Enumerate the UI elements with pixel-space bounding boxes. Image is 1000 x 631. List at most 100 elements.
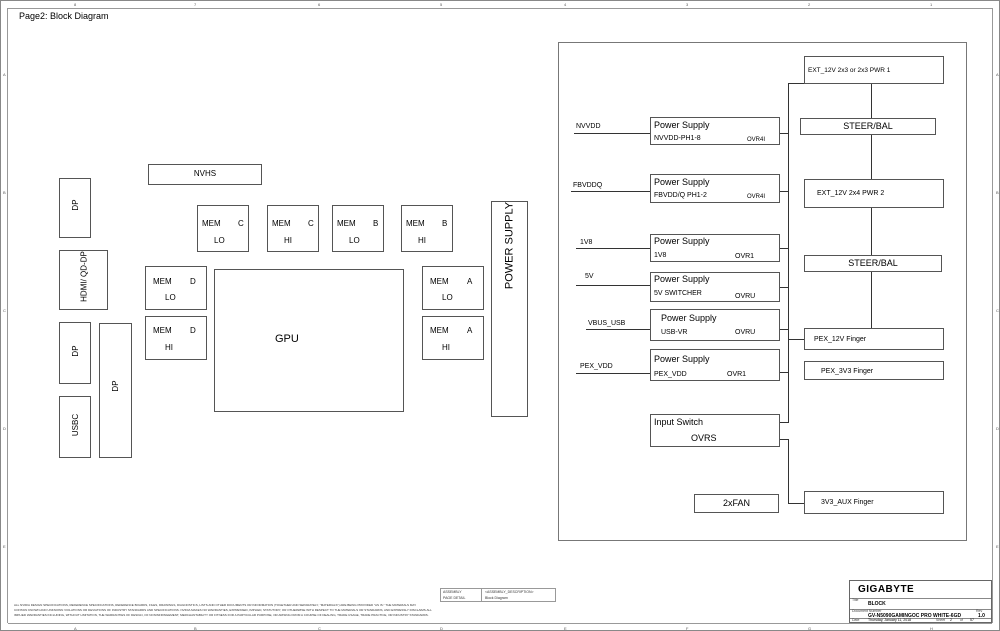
mem-c-lo-block[interactable]: MEM C LO <box>197 205 249 252</box>
bus-tap <box>780 329 788 330</box>
bottom-ruler: A B C D E F G H <box>8 623 992 631</box>
power-supply-box[interactable]: Power Supply FBVDD/Q PH1-2 OVR4I <box>650 174 780 203</box>
disclaimer-line: ALL NVIDIA DESIGN SPECIFICATIONS, REFERE… <box>14 603 417 607</box>
title-block: GIGABYTE Title BLOCK Document Number GV-… <box>849 580 992 623</box>
gpu-block[interactable]: GPU <box>214 269 404 412</box>
pex-3v3-finger-block[interactable]: PEX_3V3 Finger <box>804 361 944 380</box>
mem-label: MEM <box>430 326 449 335</box>
rail-line <box>576 373 650 374</box>
nvhs-label: NVHS <box>193 169 217 178</box>
disclaimer-line: CONTAIN KNOWN AND UNKNOWN VIOLATIONS OR … <box>14 608 432 612</box>
mem-a-lo-block[interactable]: MEM A LO <box>422 266 484 310</box>
rail-net-label: FBVDDQ <box>573 182 603 189</box>
rail-net-label: 1V8 <box>580 239 593 246</box>
date-value: Thursday, January 11, 2018 <box>868 618 912 622</box>
mem-half-label: HI <box>418 236 426 245</box>
power-supply-title: Power Supply <box>654 236 710 246</box>
mem-channel-label: D <box>190 277 196 286</box>
mem-label: MEM <box>337 219 356 228</box>
power-bus-line <box>788 83 789 423</box>
power-supply-box[interactable]: Power Supply 5V SWITCHER OVRU <box>650 272 780 302</box>
power-supply-box[interactable]: Power Supply 1V8 OVR1 <box>650 234 780 262</box>
power-supply-ovr: OVRU <box>735 329 756 336</box>
doc-number-value: GV-N5090GAMINGOC PRO WHITE-6GD <box>868 613 962 619</box>
power-supply-title: Power Supply <box>654 354 710 364</box>
ruler-col-label: B <box>194 626 197 631</box>
power-supply-sub: USB-VR <box>661 329 688 336</box>
ruler-row-label: E <box>996 544 999 549</box>
mem-d-hi-block[interactable]: MEM D HI <box>145 316 207 360</box>
pex-12v-finger-block[interactable]: PEX_12V Finger <box>804 328 944 350</box>
aux-finger-block[interactable]: 3V3_AUX Finger <box>804 491 944 514</box>
aux-finger-label: 3V3_AUX Finger <box>821 499 874 506</box>
ext-12v-pwr2-block[interactable]: EXT_12V 2x4 PWR 2 <box>804 179 944 208</box>
assembly-table: ASSEMBLY PAGE DETAIL <ASSEMBLY_DESCRIPTI… <box>440 588 556 602</box>
ruler-col-label: 6 <box>318 2 321 7</box>
ruler-row-label: C <box>3 308 6 313</box>
mem-c-hi-block[interactable]: MEM C HI <box>267 205 319 252</box>
ruler-row-label: B <box>3 190 6 195</box>
bus-tap <box>780 191 788 192</box>
bus-tap <box>780 439 788 440</box>
pex-12v-finger-label: PEX_12V Finger <box>814 336 867 343</box>
mem-d-lo-block[interactable]: MEM D LO <box>145 266 207 310</box>
dp-port-block-1[interactable]: DP <box>59 178 91 238</box>
ext-steer-line <box>871 207 872 255</box>
bus-tap <box>780 287 788 288</box>
dp-port-block-3[interactable]: DP <box>99 323 132 458</box>
power-supply-title: Power Supply <box>654 274 710 284</box>
mem-channel-label: B <box>442 219 448 228</box>
steer-bal-block-2[interactable]: STEER/BAL <box>804 255 942 272</box>
fan-block[interactable]: 2xFAN <box>694 494 779 513</box>
power-supply-sub: 1V8 <box>654 252 667 259</box>
hdmi-port-block[interactable]: HDMI/ QD-DP <box>59 250 108 310</box>
title-value: BLOCK <box>868 601 886 607</box>
input-switch-block[interactable]: Input Switch OVRS <box>650 414 780 447</box>
input-switch-title: Input Switch <box>654 417 704 427</box>
top-ruler: 8 7 6 5 4 3 2 1 <box>8 0 992 9</box>
dp-port-label: DP <box>111 380 120 392</box>
ruler-row-label: B <box>996 190 999 195</box>
ruler-col-label: 5 <box>440 2 443 7</box>
assembly-label: ASSEMBLY <box>443 590 462 594</box>
steer-bal-block-1[interactable]: STEER/BAL <box>800 118 936 135</box>
power-supply-title: Power Supply <box>661 313 717 323</box>
fan-label: 2xFAN <box>722 498 750 508</box>
power-supply-block[interactable]: POWER SUPPLY <box>491 201 528 417</box>
mem-a-hi-block[interactable]: MEM A HI <box>422 316 484 360</box>
disclaimer: ALL NVIDIA DESIGN SPECIFICATIONS, REFERE… <box>14 603 474 618</box>
mem-channel-label: C <box>238 219 244 228</box>
mem-half-label: LO <box>349 236 360 245</box>
power-supply-label: POWER SUPPLY <box>503 201 516 290</box>
sheet-label: Sheet <box>936 618 946 622</box>
left-ruler: A B C D E <box>0 8 8 623</box>
page-title: Page2: Block Diagram <box>19 11 109 21</box>
power-supply-ovr: OVR1 <box>735 253 755 260</box>
mem-b-hi-block[interactable]: MEM B HI <box>401 205 453 252</box>
mem-half-label: LO <box>442 293 453 302</box>
ruler-col-label: E <box>564 626 567 631</box>
rail-line <box>576 285 650 286</box>
ruler-row-label: D <box>996 426 999 431</box>
ext-12v-pwr1-label: EXT_12V 2x3 or 2x3 PWR 1 <box>808 67 891 74</box>
pex-3v3-finger-label: PEX_3V3 Finger <box>821 368 874 375</box>
rail-line <box>586 329 650 330</box>
power-supply-ovr: OVR1 <box>727 371 747 378</box>
power-supply-ovr: OVR4I <box>747 194 766 200</box>
ruler-row-label: E <box>3 544 6 549</box>
disclaimer-line: IMPLIED WARRANTIES INCLUDING, WITHOUT LI… <box>14 613 429 617</box>
usbc-port-block[interactable]: USBC <box>59 396 91 458</box>
ext-12v-pwr1-block[interactable]: EXT_12V 2x3 or 2x3 PWR 1 <box>804 56 944 84</box>
mem-b-lo-block[interactable]: MEM B LO <box>332 205 384 252</box>
gigabyte-logo: GIGABYTE <box>858 584 915 595</box>
power-supply-box[interactable]: Power Supply NVVDD-PH1-8 OVR4I <box>650 117 780 145</box>
dp-port-block-2[interactable]: DP <box>59 322 91 384</box>
bus-tap <box>788 339 804 340</box>
gpu-label: GPU <box>275 333 299 345</box>
power-supply-box[interactable]: Power Supply USB-VR OVRU <box>650 309 780 341</box>
ruler-col-label: C <box>318 626 321 631</box>
mem-half-label: HI <box>284 236 292 245</box>
nvhs-block[interactable]: NVHS <box>148 164 262 185</box>
power-supply-box[interactable]: Power Supply PEX_VDD OVR1 <box>650 349 780 381</box>
power-supply-sub: PEX_VDD <box>654 371 687 378</box>
